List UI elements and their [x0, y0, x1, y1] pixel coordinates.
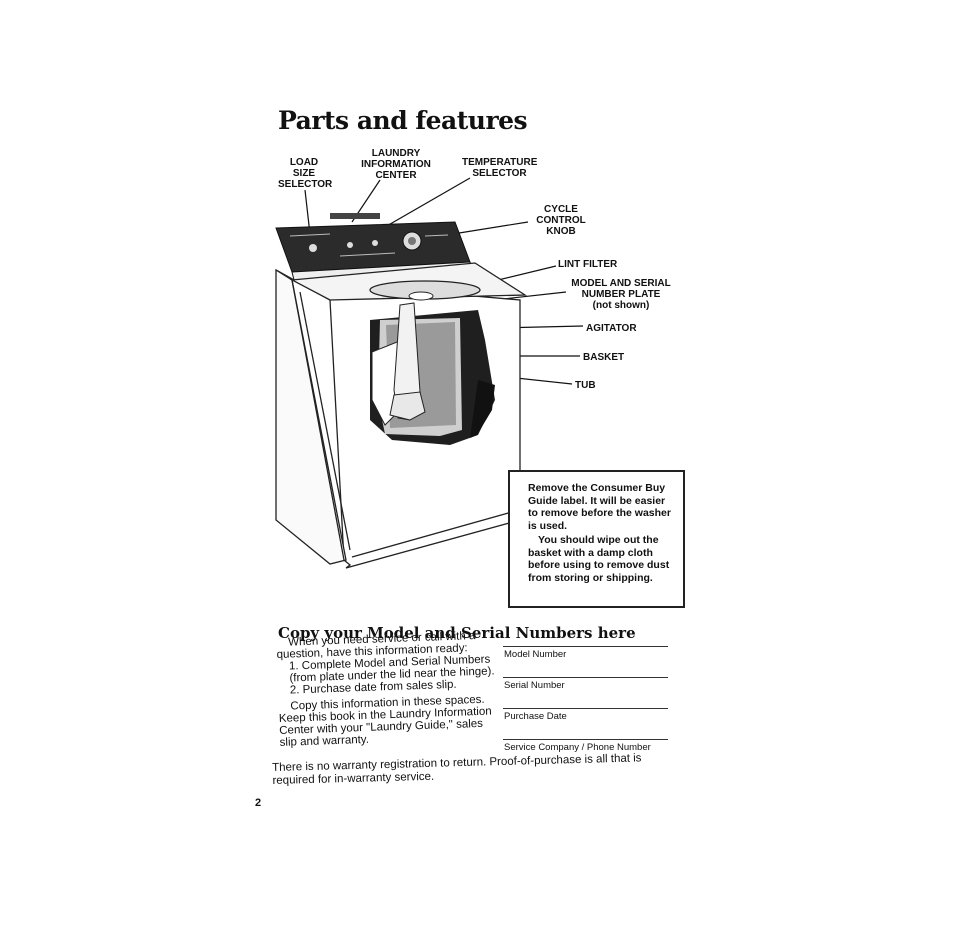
- label-line: LOAD: [289, 157, 319, 168]
- copy-instructions: When you need service or call with a que…: [276, 629, 500, 749]
- label-line: SELECTOR: [472, 168, 527, 179]
- label-model-serial-plate: MODEL AND SERIAL NUMBER PLATE (not shown…: [566, 278, 676, 311]
- label-line: SELECTOR: [278, 179, 333, 190]
- service-company-field[interactable]: Service Company / Phone Number: [503, 739, 668, 770]
- label-lint-filter: LINT FILTER: [558, 259, 618, 270]
- label-tub: TUB: [575, 380, 596, 391]
- label-load-size-selector: LOAD SIZE SELECTOR: [278, 157, 333, 190]
- label-line: CYCLE: [544, 204, 578, 215]
- field-label: Serial Number: [504, 680, 565, 691]
- label-line: KNOB: [546, 226, 576, 237]
- label-line: (not shown): [592, 300, 650, 311]
- label-line: INFORMATION: [361, 159, 431, 170]
- page-number: 2: [255, 797, 262, 809]
- label-line: NUMBER PLATE: [581, 289, 661, 300]
- field-label: Model Number: [504, 649, 567, 660]
- copy-section-heading: Copy your Model and Serial Numbers here: [278, 624, 636, 642]
- field-label: Purchase Date: [504, 711, 567, 722]
- purchase-date-field[interactable]: Purchase Date: [503, 708, 668, 739]
- label-laundry-information-center: LAUNDRY INFORMATION CENTER: [357, 148, 435, 181]
- label-line: TEMPERATURE: [462, 157, 538, 168]
- label-line: CONTROL: [536, 215, 586, 226]
- label-basket: BASKET: [583, 352, 625, 363]
- label-temperature-selector: TEMPERATURE SELECTOR: [462, 157, 537, 179]
- label-line: MODEL AND SERIAL: [571, 278, 671, 289]
- label-agitator: AGITATOR: [586, 323, 637, 334]
- label-cycle-control-knob: CYCLE CONTROL KNOB: [531, 204, 591, 237]
- label-line: LAUNDRY: [371, 148, 421, 159]
- record-fields: Model Number Serial Number Purchase Date…: [503, 646, 668, 770]
- advice-text: Copy this information in these spaces. K…: [278, 693, 492, 749]
- label-line: SIZE: [292, 168, 316, 179]
- cutaway-tub: [370, 291, 495, 445]
- note-paragraph-2: You should wipe out the basket with a da…: [528, 534, 670, 584]
- field-label: Service Company / Phone Number: [504, 742, 651, 753]
- serial-number-field[interactable]: Serial Number: [503, 677, 668, 708]
- note-paragraph-1: Remove the Consumer Buy Guide label. It …: [528, 482, 671, 532]
- model-number-field[interactable]: Model Number: [503, 646, 668, 677]
- note-box: Remove the Consumer Buy Guide label. It …: [508, 470, 685, 608]
- page-title: Parts and features: [278, 106, 528, 135]
- label-line: CENTER: [375, 170, 417, 181]
- info-list: 1. Complete Model and Serial Numbers (fr…: [277, 653, 498, 697]
